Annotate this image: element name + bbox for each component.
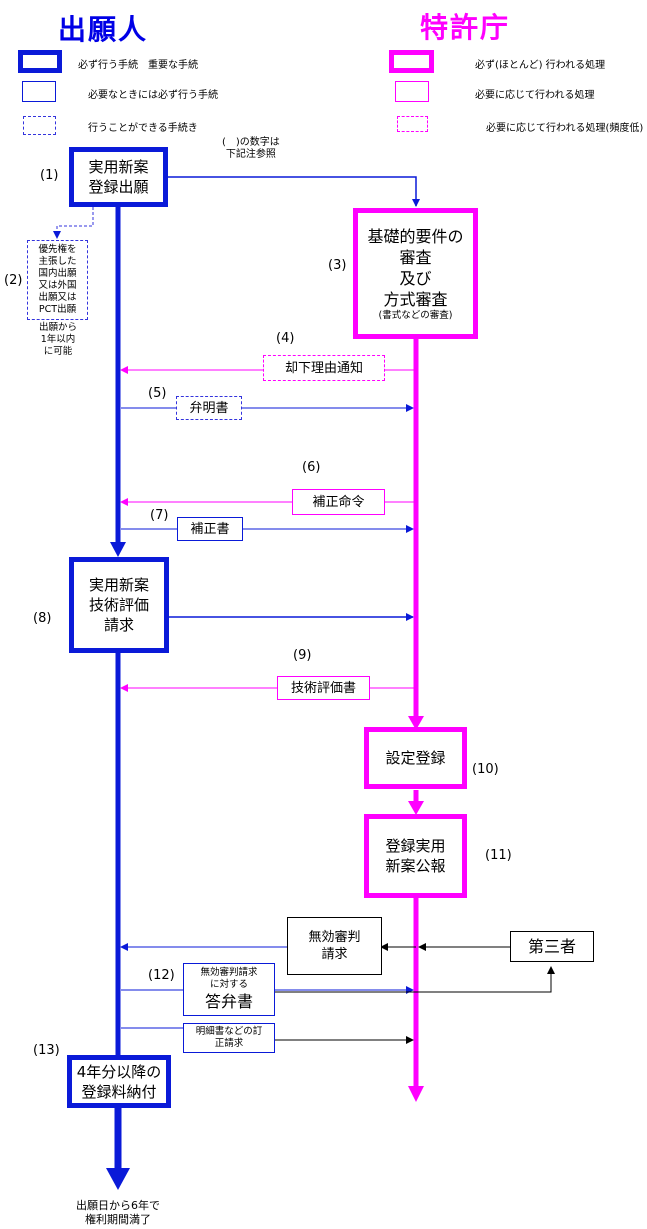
priority-note: 出願から 1年以内 に可能: [34, 322, 82, 358]
label-1: (1): [40, 168, 58, 183]
legend-thick-magenta: [389, 50, 434, 73]
label-2: (2): [4, 273, 22, 288]
label-4: (4): [276, 331, 294, 346]
legend-thin-blue-label: 必要なときには必ず行う手続: [88, 86, 218, 101]
tech-eval-request-box: 実用新案 技術評価 請求: [69, 557, 169, 653]
label-5: (5): [148, 386, 166, 401]
applicant-arrowhead-1: [110, 542, 126, 557]
legend-thick-magenta-label: 必ず(ほとんど) 行われる処理: [475, 56, 605, 71]
answer-box: 無効審判請求 に対する 答弁書: [183, 963, 275, 1016]
basic-exam-box: 基礎的要件の 審査 及び 方式審査 (書式などの審査): [353, 208, 478, 339]
arrow-filing-to-exam: [167, 177, 416, 206]
applicant-header: 出願人: [58, 8, 148, 48]
label-11: (11): [485, 848, 512, 863]
label-3: (3): [328, 258, 346, 273]
amendment-box: 補正書: [177, 517, 243, 541]
office-arrowhead-end: [408, 1086, 424, 1102]
arrow-filing-to-priority: [57, 207, 93, 238]
note-top: ( )の数字は 下記注参照: [222, 137, 280, 161]
legend-dashed-blue: [23, 116, 56, 135]
fee-box: 4年分以降の 登録料納付: [67, 1055, 171, 1108]
label-12: (12): [148, 968, 175, 983]
amend-order-box: 補正命令: [292, 489, 385, 515]
legend-thin-blue: [22, 81, 56, 102]
legend-dashed-magenta: [397, 116, 428, 132]
argument-box: 弁明書: [176, 396, 242, 420]
priority-box: 優先権を 主張した 国内出願 又は外国 出願又は PCT出願: [27, 240, 88, 320]
label-7: (7): [150, 508, 168, 523]
office-header: 特許庁: [420, 6, 510, 46]
label-9: (9): [293, 648, 311, 663]
third-party-box: 第三者: [510, 931, 594, 962]
gazette-box: 登録実用 新案公報: [364, 814, 467, 898]
legend-dashed-magenta-label: 必要に応じて行われる処理(頻度低): [486, 119, 643, 134]
tech-eval-report-box: 技術評価書: [277, 676, 370, 700]
label-13: (13): [33, 1043, 60, 1058]
invalidation-box: 無効審判 請求: [287, 917, 382, 975]
legend-thick-blue-label: 必ず行う手続 重要な手続: [78, 56, 198, 71]
rejection-notice-box: 却下理由通知: [263, 355, 385, 381]
bottom-note: 出願日から6年で 権利期間満了: [62, 1199, 174, 1227]
legend-thin-magenta: [395, 81, 429, 102]
correction-box: 明細書などの訂 正請求: [183, 1023, 275, 1053]
legend-thick-blue: [18, 50, 62, 73]
filing-box: 実用新案 登録出願: [69, 147, 168, 207]
label-8: (8): [33, 611, 51, 626]
registration-box: 設定登録: [364, 727, 467, 789]
label-6: (6): [302, 460, 320, 475]
applicant-arrowhead-end: [106, 1168, 130, 1190]
label-10: (10): [472, 762, 499, 777]
office-arrowhead-2: [408, 801, 424, 815]
legend-thin-magenta-label: 必要に応じて行われる処理: [475, 86, 595, 101]
legend-dashed-blue-label: 行うことができる手続き: [88, 119, 198, 134]
